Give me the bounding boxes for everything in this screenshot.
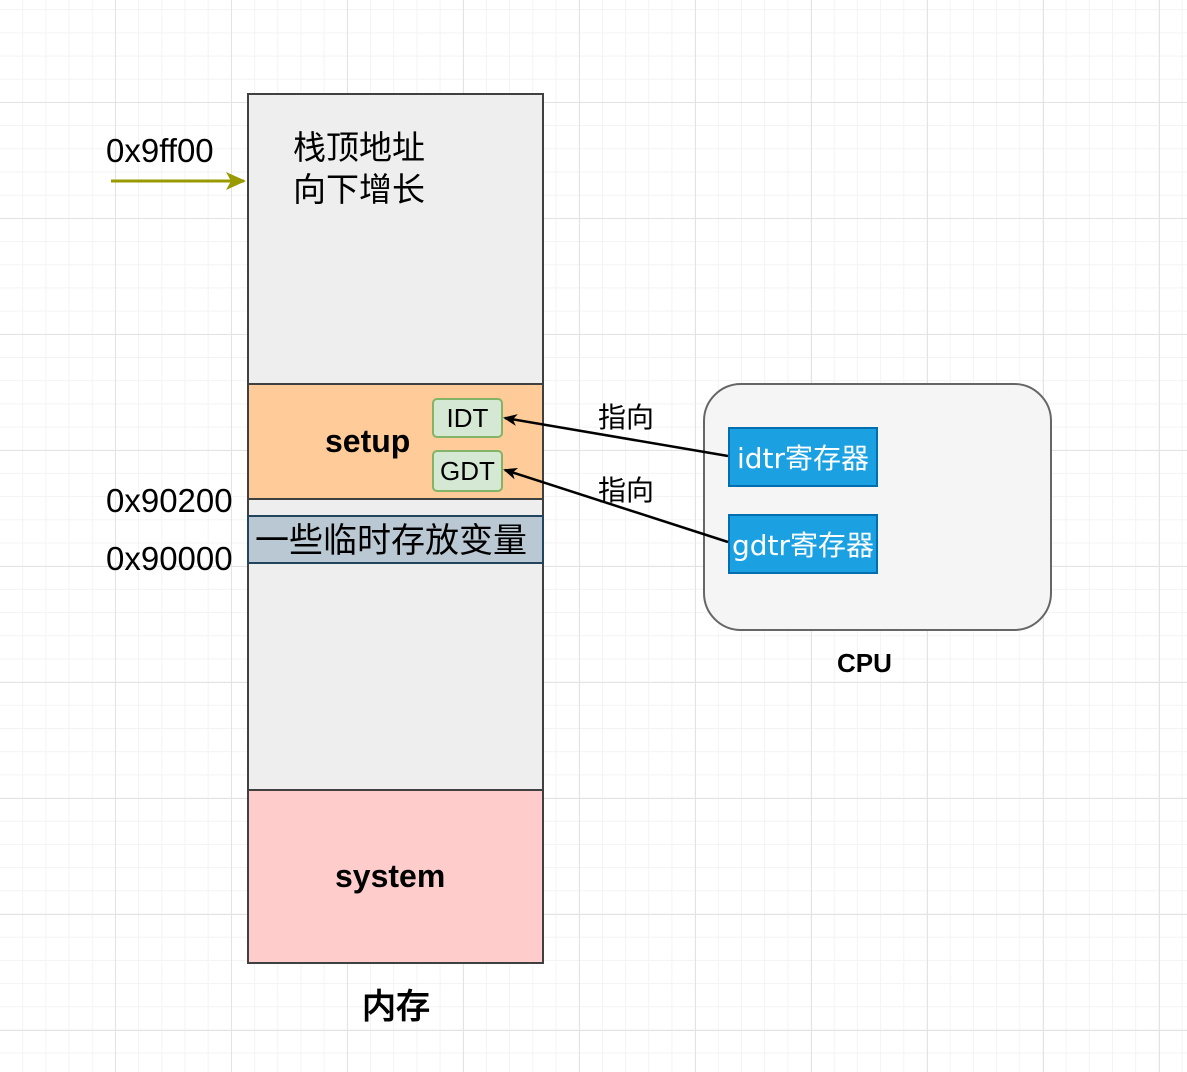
gdtr-pointer-label: 指向 xyxy=(598,474,655,507)
idt-box: IDT xyxy=(432,398,503,438)
idtr-label: idtr寄存器 xyxy=(736,442,870,475)
temp-vars-label: 一些临时存放变量 xyxy=(255,521,527,561)
setup-label: setup xyxy=(325,423,411,459)
idtr-pointer-label: 指向 xyxy=(598,401,655,434)
address-setup-start: 0x90200 xyxy=(106,482,233,519)
stack-note: 栈顶地址 向下增长 xyxy=(293,127,425,211)
gdtr-to-gdt-arrow xyxy=(503,467,729,544)
gdtr-label: gdtr寄存器 xyxy=(731,529,875,562)
gdtr-register: gdtr寄存器 xyxy=(728,514,878,574)
gdt-box: GDT xyxy=(432,450,503,492)
stack-note-line-2: 向下增长 xyxy=(293,170,425,209)
stack-note-line-1: 栈顶地址 xyxy=(293,128,425,167)
address-vars-start: 0x90000 xyxy=(106,540,233,577)
gdt-label: GDT xyxy=(440,455,495,486)
idt-label: IDT xyxy=(446,402,489,433)
temp-vars-segment xyxy=(247,515,544,564)
cpu-label: CPU xyxy=(837,648,892,678)
cpu-box xyxy=(703,383,1052,631)
idtr-to-idt-arrow xyxy=(503,414,729,458)
address-stack-top: 0x9ff00 xyxy=(106,132,214,169)
memory-label: 内存 xyxy=(362,987,430,1027)
system-label: system xyxy=(335,858,446,894)
idtr-register: idtr寄存器 xyxy=(728,427,878,487)
system-segment xyxy=(247,789,544,964)
